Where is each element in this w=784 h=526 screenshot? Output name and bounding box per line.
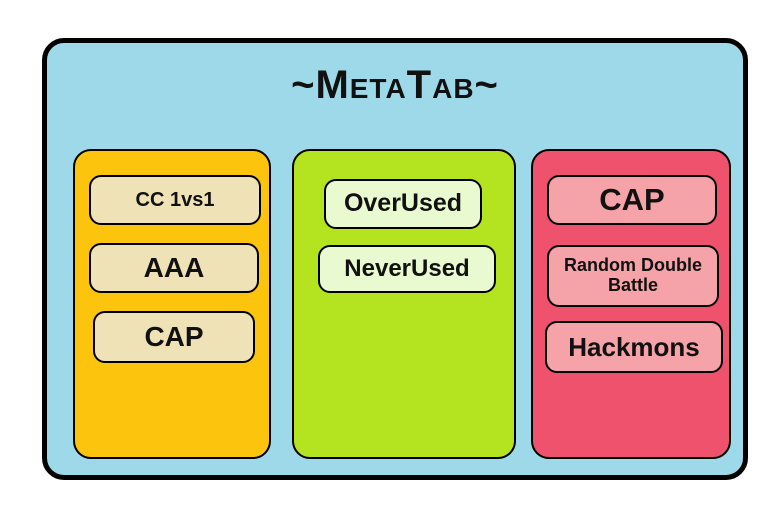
tier-neverused[interactable]: NeverUsed [318,245,496,293]
tier-aaa[interactable]: AAA [89,243,259,293]
tier-random-double-battle[interactable]: Random Double Battle [547,245,719,307]
column-left: CC 1vs1 AAA CAP [73,149,271,459]
tier-cap[interactable]: CAP [547,175,717,225]
tier-overused[interactable]: OverUsed [324,179,482,229]
column-right: CAP Random Double Battle Hackmons [531,149,731,459]
column-middle: OverUsed NeverUsed [292,149,516,459]
tier-cc-1vs1[interactable]: CC 1vs1 [89,175,261,225]
page-title: ~MetaTab~ [291,63,499,107]
tier-cap[interactable]: CAP [93,311,255,363]
metatab-frame: ~MetaTab~ CC 1vs1 AAA CAP OverUsed Never… [42,38,748,480]
tier-hackmons[interactable]: Hackmons [545,321,723,373]
